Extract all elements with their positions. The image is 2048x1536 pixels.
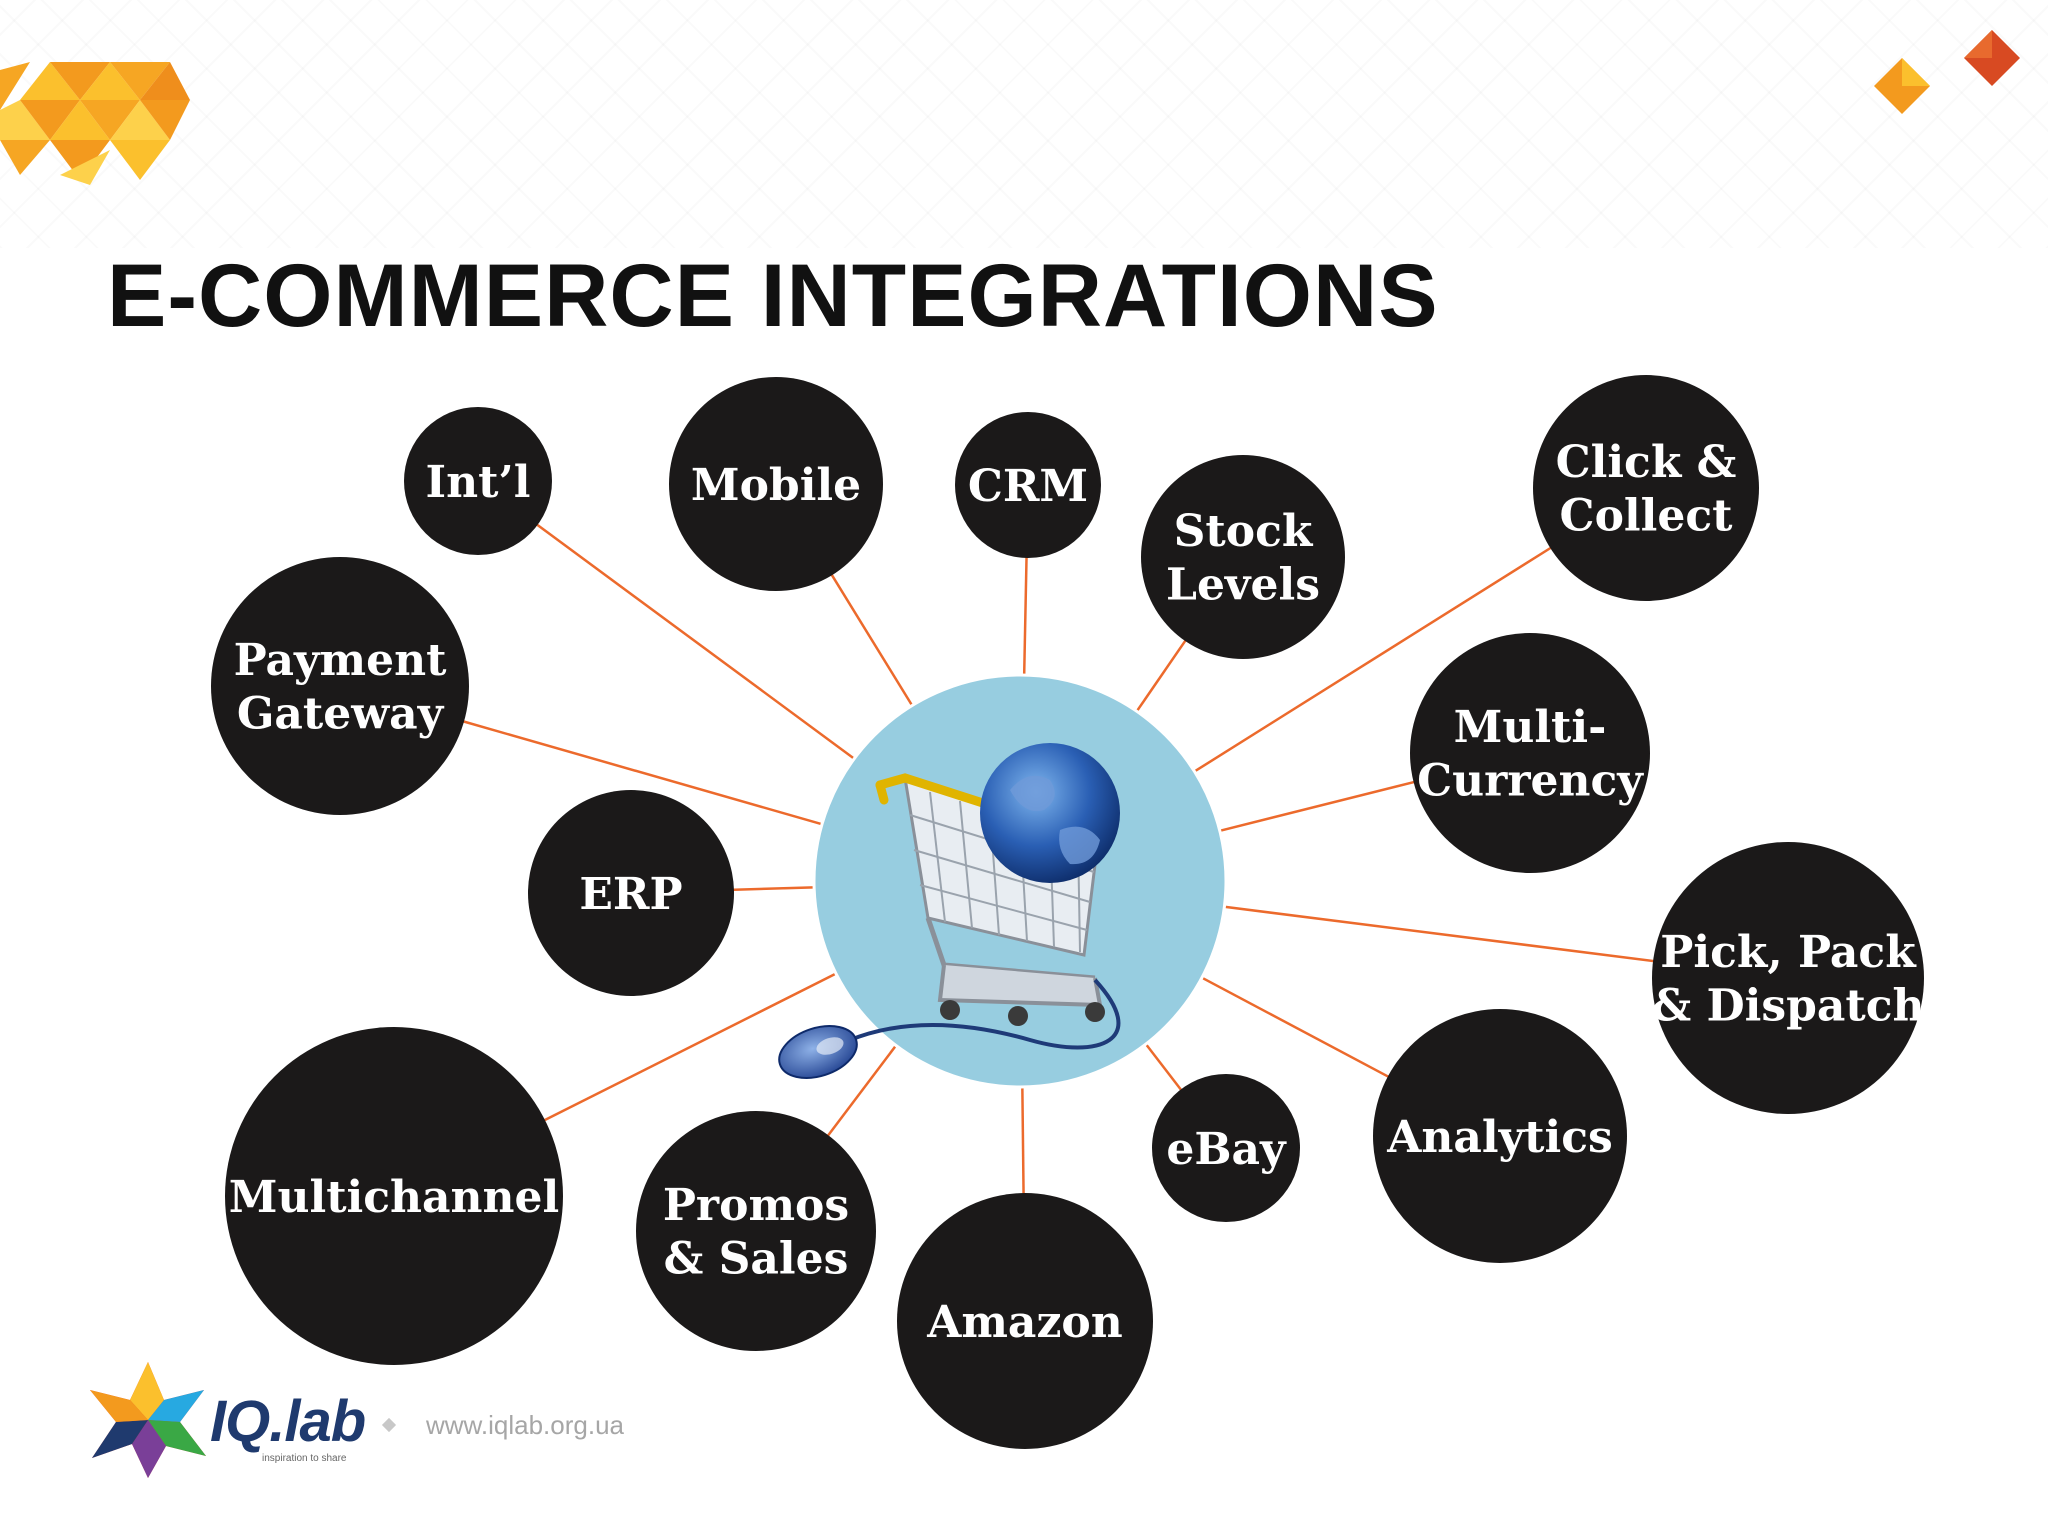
node-label-line: & Dispatch: [1651, 981, 1924, 1032]
node-pick-pack-dispatch: Pick, Pack& Dispatch: [1651, 842, 1925, 1114]
node-label-line: Click &: [1556, 437, 1737, 488]
node-amazon: Amazon: [897, 1193, 1153, 1449]
connector-lines: [459, 521, 1658, 1198]
node-label-line: Multi-: [1454, 702, 1607, 753]
node-label-line: eBay: [1166, 1124, 1287, 1175]
node-label-line: Int’l: [426, 457, 531, 508]
node-label: CRM: [968, 461, 1088, 512]
node-label-line: Analytics: [1386, 1112, 1613, 1163]
node-label: Int’l: [426, 457, 531, 508]
node-label: Analytics: [1386, 1112, 1613, 1163]
node-label: Pick, Pack& Dispatch: [1651, 927, 1924, 1032]
node-label-line: Levels: [1166, 560, 1320, 611]
page-title: E-COMMERCE INTEGRATIONS: [107, 245, 1439, 345]
connector-promos-sales: [824, 1041, 900, 1140]
node-ebay: eBay: [1152, 1074, 1300, 1222]
header-pattern: [0, 0, 2048, 248]
node-circle: [1652, 842, 1924, 1114]
node-label-line: Stock: [1174, 506, 1314, 557]
node-label: Multi-Currency: [1417, 702, 1644, 807]
node-circle: [955, 412, 1101, 558]
connector-ebay: [1142, 1040, 1185, 1094]
node-analytics: Analytics: [1373, 1009, 1627, 1263]
brand-name: IQ.lab: [210, 1389, 366, 1454]
node-multi-currency: Multi-Currency: [1410, 633, 1650, 873]
node-label: Promos& Sales: [663, 1180, 849, 1285]
node-label-line: Payment: [234, 635, 448, 686]
node-label-line: Promos: [663, 1180, 849, 1231]
node-label: Amazon: [926, 1297, 1123, 1348]
connector-analytics: [1197, 974, 1392, 1080]
node-circle: [897, 1193, 1153, 1449]
node-label-line: Collect: [1560, 491, 1734, 542]
connector-erp: [729, 885, 819, 892]
node-circle: [528, 790, 734, 996]
node-label-line: & Sales: [664, 1234, 849, 1285]
node-circle: [1152, 1074, 1300, 1222]
node-label-line: Gateway: [237, 689, 445, 740]
node-click-collect: Click &Collect: [1533, 375, 1759, 601]
node-label-line: Pick, Pack: [1660, 927, 1917, 978]
connector-mobile: [828, 571, 916, 710]
connector-intl: [533, 521, 859, 763]
iqlab-logo-icon: [90, 1362, 206, 1478]
node-mobile: Mobile: [669, 377, 883, 591]
node-circle: [211, 557, 469, 815]
connector-pick-pack-dispatch: [1220, 905, 1658, 963]
node-circle: [636, 1111, 876, 1351]
connector-amazon: [1021, 1082, 1025, 1198]
node-label-line: ERP: [579, 869, 682, 920]
connector-crm: [1022, 553, 1028, 680]
node-label: eBay: [1166, 1124, 1287, 1175]
diamond-orange-icon: [1874, 58, 1930, 114]
node-circle: [669, 377, 883, 591]
node-circle: [1141, 455, 1345, 659]
node-label: ERP: [579, 869, 682, 920]
node-label-line: Mobile: [691, 460, 861, 511]
node-label-line: Multichannel: [229, 1172, 559, 1223]
connector-multi-currency: [1215, 779, 1418, 834]
triangle-mosaic-icon: [0, 62, 190, 185]
node-erp: ERP: [528, 790, 734, 996]
header-decoration: [0, 30, 2020, 185]
connector-click-collect: [1190, 544, 1555, 775]
computer-mouse-icon: [778, 1025, 858, 1079]
node-crm: CRM: [955, 412, 1101, 558]
diamond-red-icon: [1964, 30, 2020, 86]
node-label-line: Amazon: [926, 1297, 1123, 1348]
node-circle: [404, 407, 552, 555]
node-label: Click &Collect: [1556, 437, 1737, 542]
node-promos-sales: Promos& Sales: [636, 1111, 876, 1351]
website-link[interactable]: www.iqlab.org.ua: [426, 1410, 624, 1440]
node-label-line: Currency: [1417, 756, 1644, 807]
node-circle: [225, 1027, 563, 1365]
node-multichannel: Multichannel: [225, 1027, 563, 1365]
node-label: Mobile: [691, 460, 861, 511]
node-label: Multichannel: [229, 1172, 559, 1223]
connector-multichannel: [540, 970, 841, 1123]
node-circle: [1373, 1009, 1627, 1263]
connector-payment-gateway: [459, 719, 827, 827]
brand-tagline: inspiration to share: [262, 1453, 347, 1464]
node-circle: [1410, 633, 1650, 873]
center-hub: [778, 673, 1228, 1089]
shopping-cart-globe-icon: [849, 743, 1121, 1050]
node-label-line: CRM: [968, 461, 1088, 512]
node-intl: Int’l: [404, 407, 552, 555]
node-circle: [1533, 375, 1759, 601]
connector-stock-levels: [1133, 636, 1189, 716]
